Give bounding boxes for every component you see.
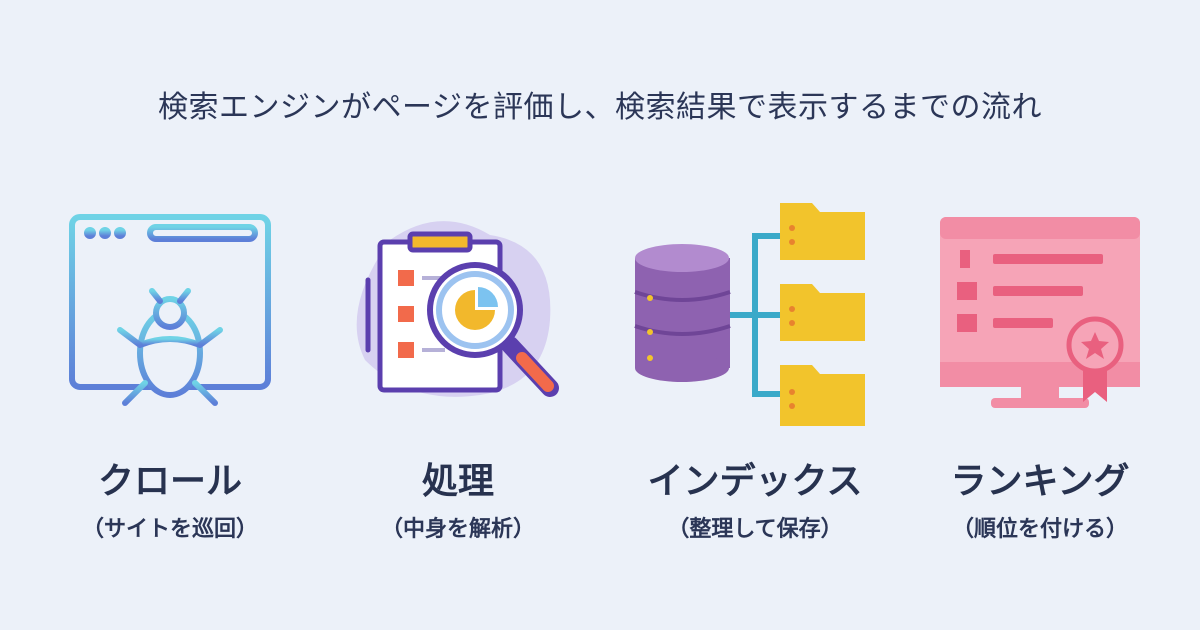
page-title: 検索エンジンがページを評価し、検索結果で表示するまでの流れ: [158, 90, 1042, 125]
step-ranking-label: ランキング: [950, 461, 1130, 502]
step-index-sub: （整理して保存）: [667, 517, 843, 542]
crawler-bug-browser-icon: [69, 214, 271, 406]
step-crawl-sub: （サイトを巡回）: [81, 517, 258, 542]
database-folders-icon: [634, 203, 865, 426]
step-process-sub: （中身を解析）: [380, 517, 535, 542]
step-crawl-label: クロール: [97, 461, 242, 502]
ranking-monitor-icon: [940, 217, 1140, 408]
step-process-label: 処理: [421, 461, 494, 502]
step-index-label: インデックス: [647, 461, 863, 502]
step-ranking-sub: （順位を付ける）: [951, 517, 1128, 542]
clipboard-magnifier-icon: [356, 221, 559, 397]
